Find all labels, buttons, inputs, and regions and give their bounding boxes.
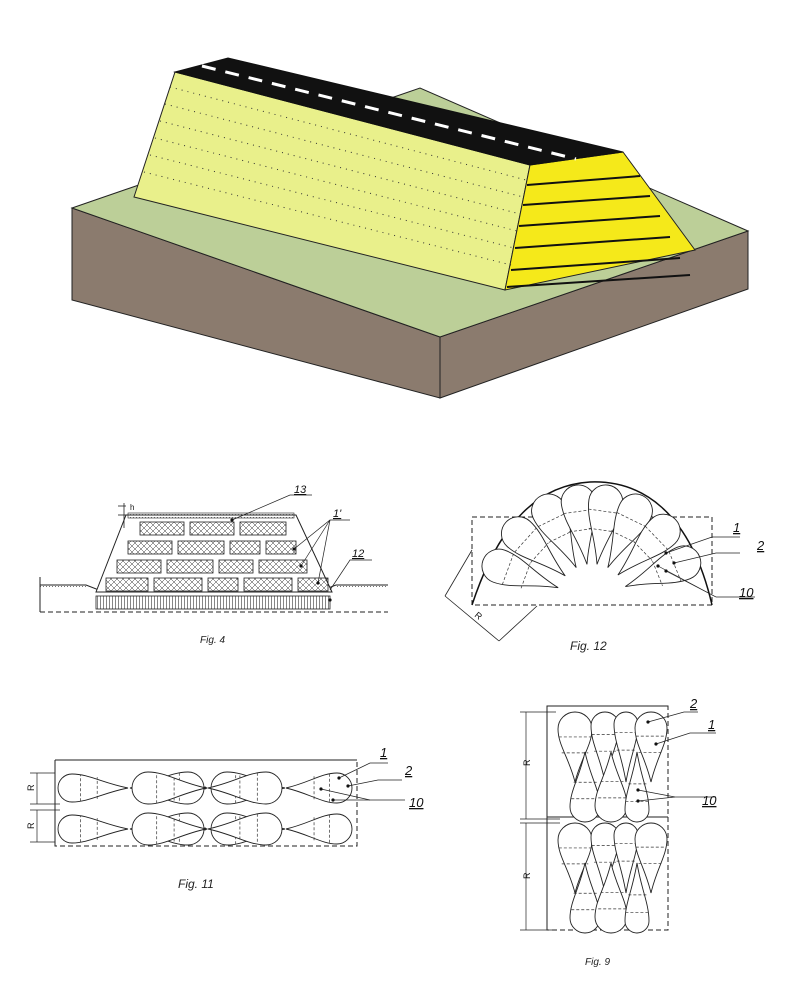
fig12-drop-elements <box>481 484 702 589</box>
fig4-label-12: 12 <box>352 548 364 560</box>
teardrop <box>57 773 129 803</box>
teardrop <box>501 516 566 577</box>
embankment-3d-illustration <box>70 57 750 399</box>
fig11-drop-elements <box>57 771 353 846</box>
fig4-label-13: 13 <box>294 484 307 496</box>
fig4-label-h: h <box>130 503 134 512</box>
fig9-label-10: 10 <box>702 793 717 808</box>
teardrop <box>131 812 207 846</box>
fig9-label-R-lower: R <box>522 872 532 879</box>
fig4-base-layer <box>95 595 331 610</box>
fig11-label-2: 2 <box>404 763 413 778</box>
road-center-dashes <box>201 64 577 161</box>
teardrop <box>590 822 620 894</box>
teardrop <box>625 545 702 587</box>
slope-dotted-layer-lines <box>143 86 527 266</box>
fig11-caption: Fig. 11 <box>178 877 214 891</box>
fig9-label-2: 2 <box>689 696 698 711</box>
fig9-grid-arrangement: R R 2 1 10 Fig. 9 <box>520 696 717 968</box>
fig9-caption: Fig. 9 <box>585 957 610 968</box>
end-face-reinforcement-lines <box>506 175 691 288</box>
teardrop <box>634 822 668 894</box>
teardrop <box>57 814 129 844</box>
teardrop <box>617 513 681 576</box>
fig11-label-1: 1 <box>380 745 387 760</box>
fig11-row-arrangement: R R 1 2 10 Fig. 11 <box>26 745 424 891</box>
fig12-arch-arrangement: R 1 2 10 Fig. 12 <box>444 481 765 653</box>
teardrop <box>607 493 653 568</box>
teardrop <box>613 822 639 894</box>
teardrop <box>588 484 624 565</box>
teardrop <box>590 711 620 783</box>
teardrop <box>594 862 628 934</box>
fig9-label-1: 1 <box>708 717 715 732</box>
fig4-caption: Fig. 4 <box>200 635 225 646</box>
fig12-label-10: 10 <box>739 585 754 600</box>
road-surface <box>173 57 624 166</box>
fig4-cross-section: h 13 1' 12 Fig. 4 <box>39 484 388 646</box>
fig12-label-2: 2 <box>756 538 765 553</box>
teardrop <box>634 711 668 783</box>
teardrop <box>285 813 353 845</box>
teardrop <box>569 862 601 934</box>
teardrop <box>131 771 207 805</box>
fig11-label-R-upper: R <box>26 784 36 791</box>
fig4-label-1prime: 1' <box>333 508 342 520</box>
fig12-label-R: R <box>473 610 485 622</box>
teardrop <box>207 771 283 805</box>
teardrop <box>557 822 593 894</box>
fig12-label-1: 1 <box>733 520 740 535</box>
teardrop <box>613 711 639 783</box>
teardrop <box>207 812 283 846</box>
fig9-drop-elements <box>557 711 668 934</box>
fig9-label-R-upper: R <box>522 759 532 766</box>
fig4-geocontainer-blocks <box>105 521 329 592</box>
teardrop <box>624 862 650 934</box>
fig11-label-10: 10 <box>409 795 424 810</box>
teardrop <box>594 751 628 823</box>
fig12-caption: Fig. 12 <box>570 639 607 653</box>
teardrop <box>285 772 353 804</box>
teardrop <box>569 751 601 823</box>
teardrop <box>557 711 593 783</box>
fig11-label-R-lower: R <box>26 822 36 829</box>
teardrop <box>481 548 559 589</box>
fig4-top-layer <box>127 512 295 519</box>
